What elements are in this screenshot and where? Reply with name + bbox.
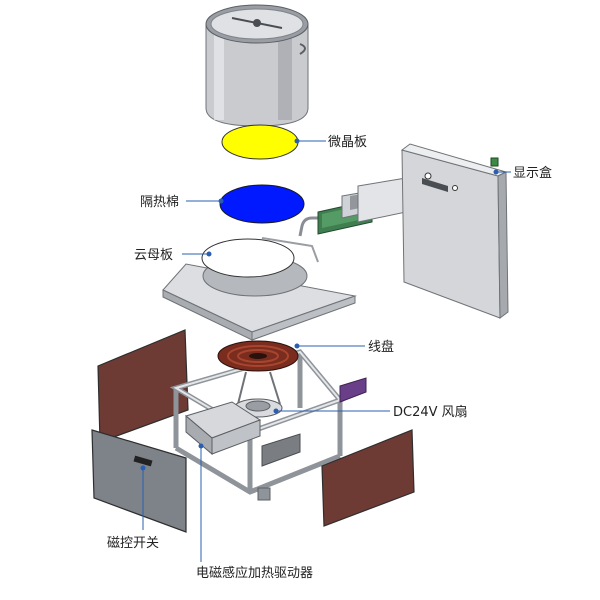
label-fan: DC24V 风扇 xyxy=(393,404,468,420)
leader-lines xyxy=(140,138,511,562)
label-glass-plate: 微晶板 xyxy=(328,135,367,150)
induction-coil xyxy=(217,340,299,372)
side-panel-right-lower xyxy=(321,429,415,527)
label-insulation: 隔热棉 xyxy=(140,195,179,210)
label-mica-plate: 云母板 xyxy=(134,248,173,263)
label-display-box: 显示盒 xyxy=(513,165,552,181)
front-panel xyxy=(91,429,187,533)
mica-plate xyxy=(201,238,295,278)
label-magnetic-switch: 磁控开关 xyxy=(107,536,159,551)
label-coil: 线盘 xyxy=(368,339,394,355)
display-panel xyxy=(400,143,509,319)
stock-pot xyxy=(205,4,309,127)
insulation-disc xyxy=(219,184,305,224)
label-driver: 电磁感应加热驱动器 xyxy=(196,565,313,581)
side-panel-left-upper xyxy=(97,329,189,443)
driver-board xyxy=(184,401,301,467)
control-board xyxy=(317,177,407,235)
top-deck xyxy=(162,216,357,341)
glass-plate xyxy=(221,124,299,160)
